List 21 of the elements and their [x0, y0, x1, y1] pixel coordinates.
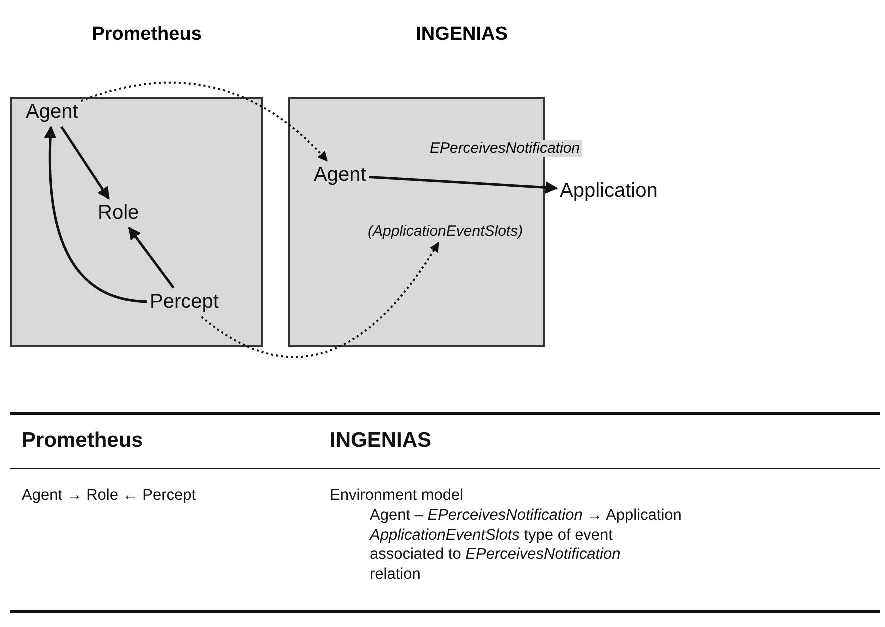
- node-label: Percept: [150, 291, 219, 314]
- panel-heading: INGENIAS: [416, 24, 508, 46]
- node-label: Application: [560, 180, 658, 203]
- node-label: (ApplicationEventSlots): [368, 223, 524, 240]
- table-text: ApplicationEventSlots type of event associated to EPerceivesNotification relation: [370, 526, 622, 584]
- table-text: Agent – EPerceivesNotification → Application: [370, 506, 682, 526]
- node-label: Role: [98, 202, 140, 225]
- edge-label: EPerceivesNotification: [428, 140, 582, 157]
- node-label: Agent: [314, 164, 366, 187]
- dotted-arrow: [80, 82, 328, 162]
- column-header: Prometheus: [22, 428, 144, 454]
- panel-heading: Prometheus: [92, 24, 202, 46]
- arrow: [128, 227, 175, 289]
- node-label: Agent: [26, 101, 78, 124]
- column-header: INGENIAS: [330, 428, 432, 454]
- table-text: Environment model: [330, 486, 464, 506]
- arrow: [60, 126, 110, 200]
- arrow: [369, 176, 558, 194]
- arrow: [44, 126, 148, 304]
- dotted-arrow: [201, 242, 440, 358]
- table-text: Agent → Role ← Percept: [22, 486, 196, 506]
